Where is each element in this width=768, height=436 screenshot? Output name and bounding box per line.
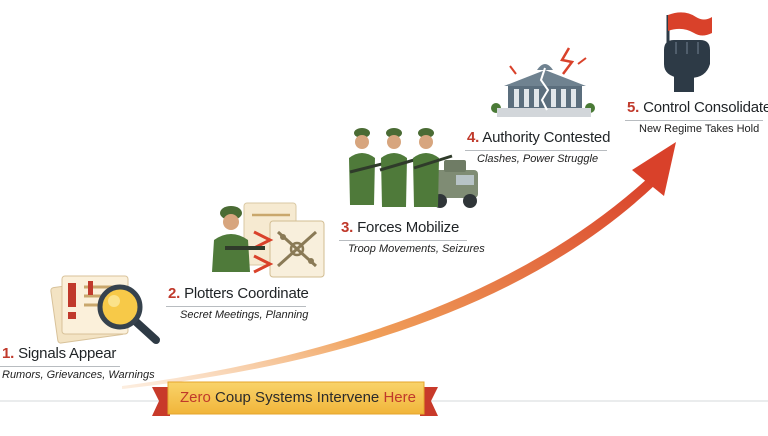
banner-middle: Coup Systems Intervene — [215, 389, 380, 406]
step-5-title-text: Control Consolidates — [643, 99, 768, 116]
step-5: 5. Control Consolidates New Regime Takes… — [627, 99, 768, 135]
step-2-rule — [166, 306, 306, 307]
banner-suffix: Here — [383, 389, 416, 406]
step-3-subtitle: Troop Movements, Seizures — [348, 243, 485, 255]
step-5-subtitle: New Regime Takes Hold — [639, 123, 760, 135]
step-4-title-text: Authority Contested — [482, 129, 611, 146]
step-4-number: 4. — [467, 129, 480, 146]
soldiers-and-armored-vehicle-icon — [349, 128, 478, 208]
intervention-banner: Zero Coup Systems Intervene Here — [172, 383, 424, 413]
step-3: 3. Forces Mobilize Troop Movements, Seiz… — [341, 219, 485, 255]
step-2-number: 2. — [168, 285, 181, 302]
step-3-number: 3. — [341, 219, 354, 236]
step-1-number: 1. — [2, 345, 15, 362]
step-4-subtitle: Clashes, Power Struggle — [477, 153, 599, 165]
step-3-rule — [339, 240, 467, 241]
soldier-with-plans-icon — [212, 202, 325, 278]
step-1-title: 1. Signals Appear — [2, 345, 155, 362]
step-5-rule — [625, 120, 763, 121]
step-3-title: 3. Forces Mobilize — [341, 219, 485, 236]
step-4: 4. Authority Contested Clashes, Power St… — [467, 129, 610, 165]
step-3-title-text: Forces Mobilize — [357, 219, 460, 236]
step-1-title-text: Signals Appear — [18, 345, 117, 362]
step-5-title: 5. Control Consolidates — [627, 99, 768, 116]
trajectory-arrow — [122, 142, 676, 389]
step-4-rule — [465, 150, 607, 151]
step-4-title: 4. Authority Contested — [467, 129, 610, 146]
step-2-subtitle: Secret Meetings, Planning — [180, 309, 309, 321]
step-1-rule — [0, 366, 120, 367]
step-1: 1. Signals Appear Rumors, Grievances, Wa… — [2, 345, 155, 381]
step-1-subtitle: Rumors, Grievances, Warnings — [2, 369, 155, 381]
step-5-number: 5. — [627, 99, 640, 116]
step-2: 2. Plotters Coordinate Secret Meetings, … — [168, 285, 309, 321]
intervention-banner-shape — [152, 381, 438, 416]
cracked-government-building-icon — [491, 47, 595, 117]
banner-prefix: Zero — [180, 389, 211, 406]
step-2-title: 2. Plotters Coordinate — [168, 285, 309, 302]
raised-fist-flag-icon — [664, 12, 712, 92]
step-2-title-text: Plotters Coordinate — [184, 285, 309, 302]
alert-documents-magnifier-icon — [50, 275, 160, 344]
